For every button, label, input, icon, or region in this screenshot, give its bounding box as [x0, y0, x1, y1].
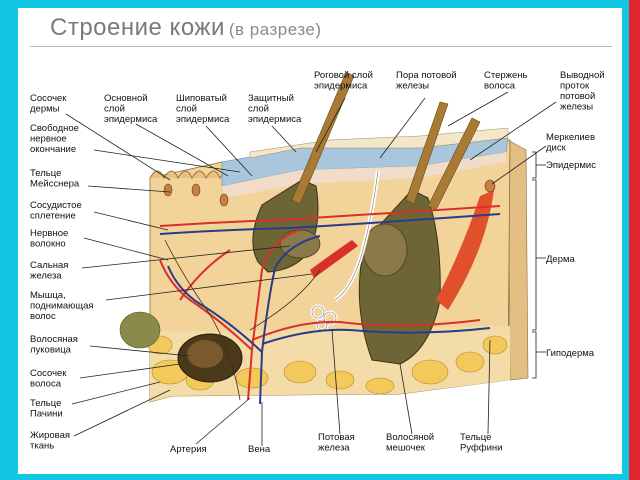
arrector-muscle-left — [310, 240, 358, 278]
fat-tissue — [147, 335, 508, 395]
olive-lobule — [119, 311, 161, 349]
arteries — [159, 205, 501, 401]
pacini-inner — [187, 340, 223, 368]
stratum-corneum — [249, 127, 509, 159]
veins — [159, 213, 501, 405]
layer-brackets — [532, 151, 546, 379]
sweat-duct-outline — [334, 169, 379, 301]
title-divider — [30, 46, 612, 47]
block-right-face — [507, 139, 529, 381]
leader-lines — [65, 91, 557, 446]
nerve-fibers — [164, 239, 321, 401]
accent-bar — [629, 0, 640, 480]
label-epidermis: Эпидермис — [546, 160, 596, 171]
title-text: Строение кожи — [50, 14, 225, 41]
hair-shaft-2 — [405, 101, 449, 205]
epidermis-light-layer — [222, 152, 506, 198]
meissner-corpuscles — [163, 179, 496, 207]
label-dermis: Дерма — [546, 254, 576, 265]
label-hypodermis: Гиподерма — [546, 348, 595, 359]
sebaceous-gland-right — [362, 223, 408, 277]
diagram-title: Строение кожи(в разрезе) — [50, 14, 322, 42]
papillae-ridge — [149, 170, 235, 180]
subtitle-text: (в разрезе) — [228, 20, 322, 39]
hair-shaft-3 — [427, 117, 481, 211]
label-artery: Артерия — [170, 444, 207, 455]
label-vein: Вена — [248, 444, 271, 455]
hair-shaft-1 — [291, 71, 355, 205]
arrector-muscle-right — [436, 190, 494, 310]
